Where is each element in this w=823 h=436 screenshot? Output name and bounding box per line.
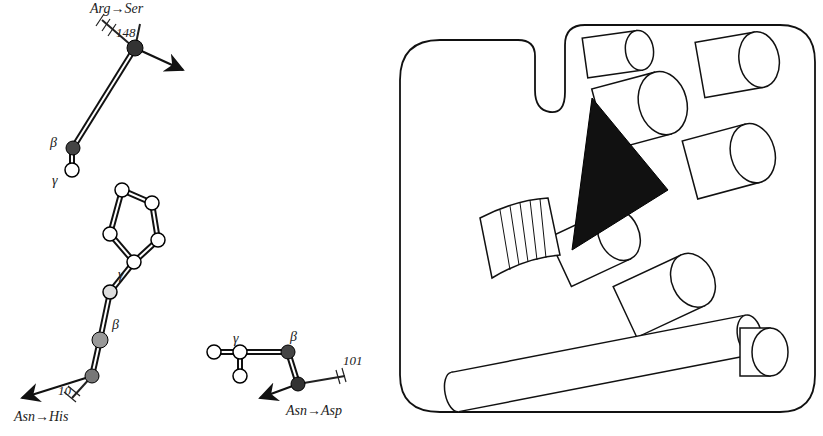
protein-cartoon (400, 25, 815, 414)
residue-10 (22, 183, 165, 402)
beta-sheet (480, 198, 560, 278)
mutation-label: Asn→His (14, 410, 68, 424)
atom-label: γ (118, 268, 124, 282)
atom-label: β (50, 136, 57, 150)
residue-number: 148 (116, 26, 136, 39)
residue-101 (207, 345, 346, 398)
atom-label: γ (52, 174, 58, 188)
mutation-label: Arg→Ser (90, 2, 143, 16)
residue-148 (65, 14, 183, 177)
residue-number: 101 (343, 354, 363, 367)
residue-number: 10 (58, 384, 71, 397)
atom-label: γ (233, 332, 239, 346)
atom-label: β (290, 330, 297, 344)
atom-label: β (112, 318, 119, 332)
mutation-label: Asn→Asp (286, 404, 342, 418)
